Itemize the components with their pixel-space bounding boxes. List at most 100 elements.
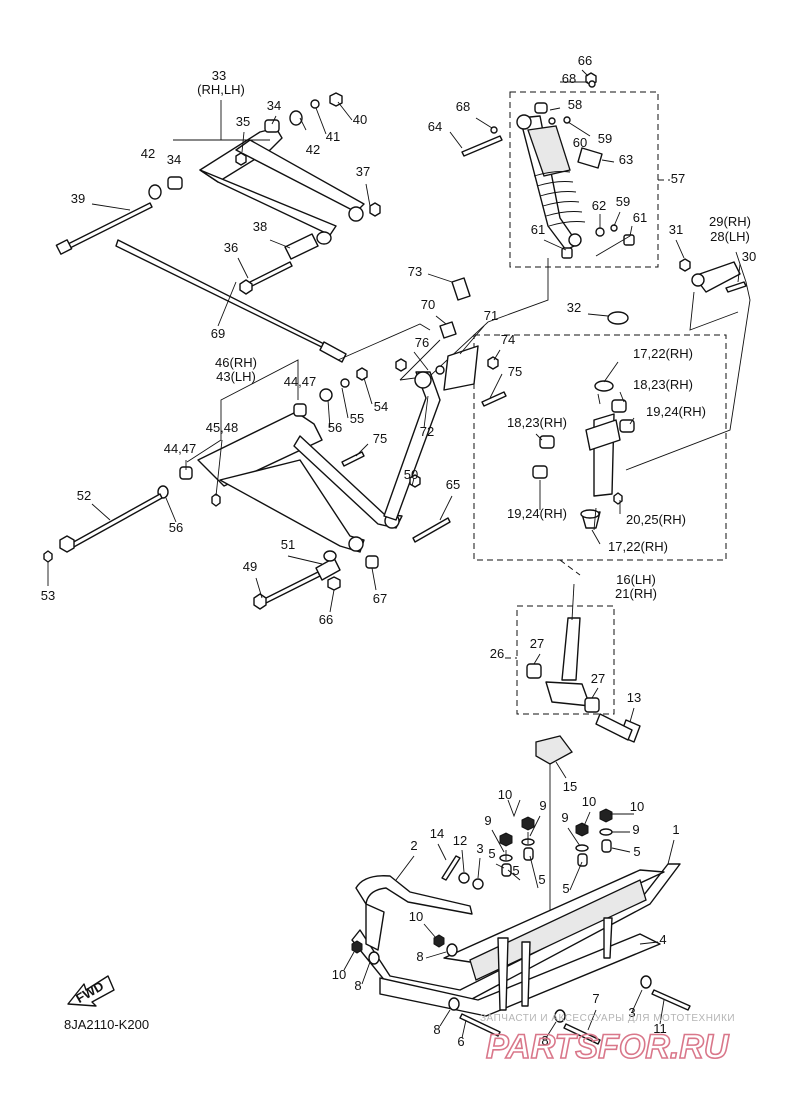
part-label: 38 <box>253 219 267 234</box>
part-label: (RH,LH) <box>197 82 245 97</box>
part-label: 75 <box>373 431 387 446</box>
part-label: 68 <box>562 71 576 86</box>
part-label: 41 <box>326 129 340 144</box>
part-label: 29(RH) <box>709 214 751 229</box>
part-label: 46(RH) <box>215 355 257 370</box>
part-label: 44,47 <box>164 441 197 456</box>
part-label: 51 <box>281 537 295 552</box>
part-label: 66 <box>319 612 333 627</box>
part-label: 8 <box>354 978 361 993</box>
shock-absorber <box>399 72 635 381</box>
part-label: 21(RH) <box>615 586 657 601</box>
part-label: 15 <box>563 779 577 794</box>
bolt-39 <box>55 202 153 255</box>
part-label: 5 <box>633 844 640 859</box>
part-label: 8 <box>541 1033 548 1048</box>
part-label: 10 <box>582 794 596 809</box>
part-label: 10 <box>498 787 512 802</box>
part-label: 64 <box>428 119 442 134</box>
part-label: 54 <box>374 399 388 414</box>
ski-hardware <box>351 799 691 1045</box>
part-label: 61 <box>633 210 647 225</box>
part-label: 14 <box>430 826 444 841</box>
leader-lines <box>47 69 741 1039</box>
part-label: 69 <box>211 326 225 341</box>
group-boxes <box>473 91 727 715</box>
part-label: 49 <box>243 559 257 574</box>
part-label: 65 <box>446 477 460 492</box>
part-label: 1 <box>672 822 679 837</box>
part-label: 76 <box>415 335 429 350</box>
part-label: 20,25(RH) <box>626 512 686 527</box>
part-label: 34 <box>267 98 281 113</box>
watermark-top: ЗАПЧАСТИ И АКСЕССУАРЫ ДЛЯ МОТОТЕХНИКИ <box>480 1013 735 1024</box>
part-label: 28(LH) <box>710 229 750 244</box>
part-label: 5 <box>512 863 519 878</box>
part-label: 40 <box>353 112 367 127</box>
part-label: 7 <box>592 991 599 1006</box>
part-label: 70 <box>421 297 435 312</box>
part-label: 61 <box>531 222 545 237</box>
part-label: 45,48 <box>206 420 239 435</box>
part-label: 73 <box>408 264 422 279</box>
bracket-71 <box>337 277 507 467</box>
bolt-49 <box>253 571 321 610</box>
part-label: 18,23(RH) <box>633 377 693 392</box>
stabilizer-link <box>383 358 451 543</box>
part-label: 26 <box>490 646 504 661</box>
part-label: 50 <box>404 467 418 482</box>
tie-rod-69 <box>115 239 347 363</box>
part-label: 8 <box>433 1022 440 1037</box>
part-label: 34 <box>167 152 181 167</box>
bushing-51 <box>315 550 379 591</box>
part-label: 9 <box>484 813 491 828</box>
part-label: 68 <box>456 99 470 114</box>
part-label: 52 <box>77 488 91 503</box>
part-label: 71 <box>484 308 498 323</box>
part-label: 44,47 <box>284 374 317 389</box>
part-label: 56 <box>328 420 342 435</box>
part-label: 27 <box>530 636 544 651</box>
lower-a-arm <box>157 359 403 553</box>
part-label: 17,22(RH) <box>608 539 668 554</box>
part-label: 16(LH) <box>616 572 656 587</box>
part-label: 62 <box>592 198 606 213</box>
watermark: ЗАПЧАСТИ И АКСЕССУАРЫ ДЛЯ МОТОТЕХНИКИ PA… <box>480 1013 735 1067</box>
part-label: 75 <box>508 364 522 379</box>
part-label: 19,24(RH) <box>646 404 706 419</box>
part-label: 33 <box>212 68 226 83</box>
part-label: 59 <box>616 194 630 209</box>
upper-a-arm <box>148 92 381 236</box>
part-label: 31 <box>669 222 683 237</box>
part-label: 43(LH) <box>216 369 256 384</box>
watermark-logo: PARTSFOR.RU <box>486 1028 730 1066</box>
part-label: 42 <box>306 142 320 157</box>
part-label: 10 <box>409 909 423 924</box>
part-label: 3 <box>628 1005 635 1020</box>
steering-arm <box>625 251 751 471</box>
ski <box>351 863 681 1017</box>
part-label: 32 <box>567 300 581 315</box>
part-label: 5 <box>562 881 569 896</box>
bushing-38 <box>284 231 332 260</box>
part-label: 27 <box>591 671 605 686</box>
part-label: 10 <box>630 799 644 814</box>
part-label: 3 <box>476 841 483 856</box>
part-label: 60 <box>573 135 587 150</box>
bolt-36 <box>239 261 293 295</box>
part-label: 10 <box>332 967 346 982</box>
part-label: 35 <box>236 114 250 129</box>
part-label: 55 <box>350 411 364 426</box>
part-label: 9 <box>539 798 546 813</box>
part-label: 6 <box>457 1034 464 1049</box>
spindle-group-box <box>473 334 727 561</box>
bolt-52 <box>43 493 163 563</box>
part-label: 42 <box>141 146 155 161</box>
part-label: 13 <box>627 690 641 705</box>
part-label: 72 <box>420 424 434 439</box>
spindle <box>532 311 635 531</box>
part-labels: 33(RH,LH) 34 35 34 42 42 41 40 3 73 9 38 3 6 69 66 68 68 5… <box>41 53 756 1049</box>
part-label: 18,23(RH) <box>507 415 567 430</box>
part-label: 53 <box>41 588 55 603</box>
